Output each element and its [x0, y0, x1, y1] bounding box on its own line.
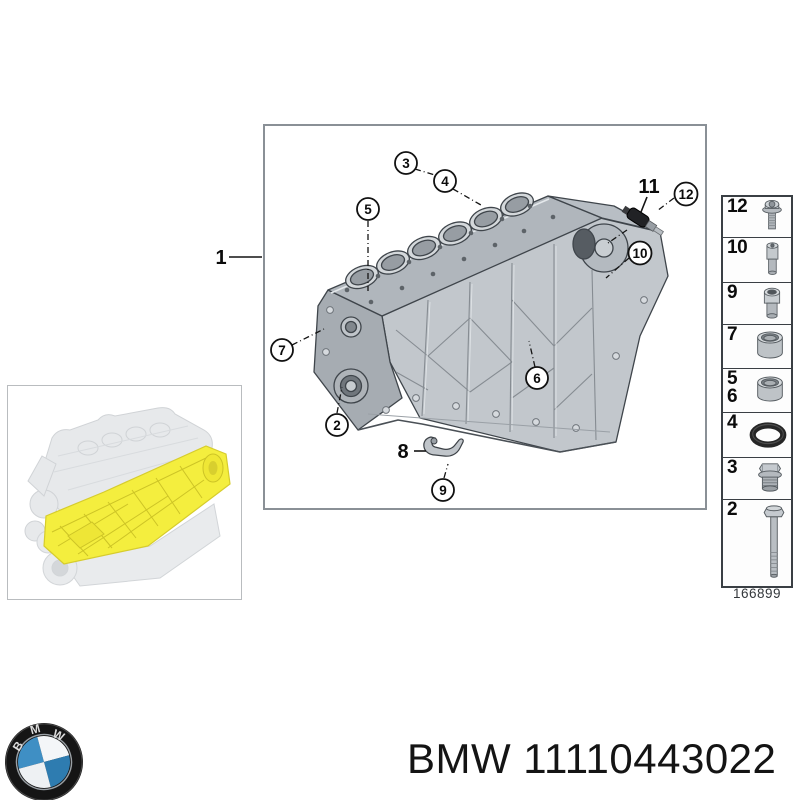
- parts-cell-12: 12: [723, 197, 791, 238]
- parts-cell-4: 4: [723, 413, 791, 458]
- parts-cell-2: 2: [723, 500, 791, 586]
- bmw-logo: B M W: [0, 718, 92, 801]
- bmw-roundel-icon: B M W: [5, 721, 83, 801]
- engine-thumbnail[interactable]: [7, 385, 242, 600]
- parts-cell-5-6: 5 6: [723, 369, 791, 413]
- bushing-icon: [757, 376, 783, 402]
- part-label: 2: [727, 500, 738, 520]
- main-diagram-frame: [263, 124, 707, 510]
- screw-plug-icon: [758, 462, 782, 492]
- logo-letter-m: M: [29, 721, 42, 737]
- highlighted-crankcase: [43, 445, 231, 565]
- callout-1: 1: [215, 247, 226, 269]
- parts-cell-7: 7: [723, 325, 791, 369]
- part-label: 9: [727, 283, 738, 303]
- part-label: 6: [727, 386, 738, 408]
- dowel-pin-icon: [766, 242, 779, 275]
- parts-cell-9: 9: [723, 283, 791, 325]
- parts-cell-10: 10: [723, 238, 791, 283]
- part-label: 5: [727, 369, 738, 389]
- drawing-number: 166899: [732, 586, 782, 601]
- flange-bolt-icon: [762, 200, 782, 230]
- o-ring-icon: [749, 422, 787, 448]
- part-label: 7: [727, 325, 738, 345]
- part-label: 4: [727, 413, 738, 433]
- hex-bolt-icon: [763, 505, 785, 578]
- part-label: 3: [727, 458, 738, 478]
- dowel-sleeve-icon: [763, 287, 781, 319]
- engine-thumbnail-art: [24, 407, 231, 587]
- part-label: 12: [727, 197, 748, 217]
- part-label: 10: [727, 238, 748, 258]
- part-title: BMW 11110443022: [407, 735, 777, 782]
- bushing-icon: [757, 331, 783, 358]
- parts-list-panel: 12 10: [721, 195, 793, 588]
- parts-cell-3: 3: [723, 458, 791, 500]
